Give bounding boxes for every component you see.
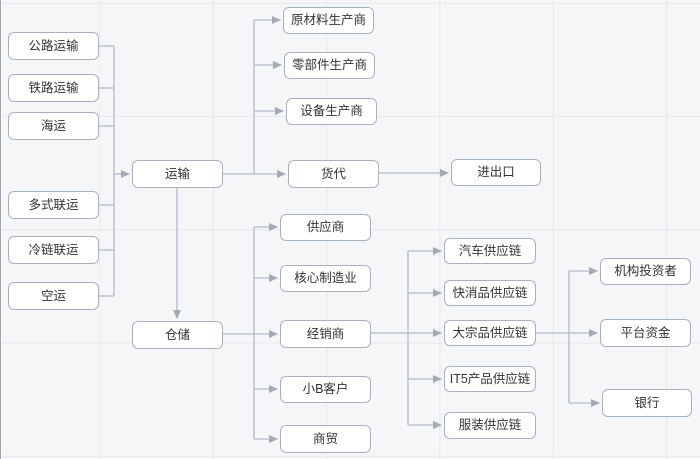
- node-platform-funds[interactable]: 平台资金: [600, 319, 691, 347]
- node-warehousing[interactable]: 仓储: [132, 321, 223, 349]
- node-bank[interactable]: 银行: [602, 389, 692, 417]
- node-multimodal-transport[interactable]: 多式联运: [8, 191, 99, 219]
- node-import-export[interactable]: 进出口: [451, 159, 541, 186]
- node-parts-producer[interactable]: 零部件生产商: [284, 52, 375, 79]
- node-sea-freight[interactable]: 海运: [8, 112, 99, 140]
- node-freight-forwarder[interactable]: 货代: [288, 160, 379, 188]
- node-rail-transport[interactable]: 铁路运输: [8, 74, 99, 102]
- node-trading[interactable]: 商贸: [280, 425, 371, 453]
- node-distributor[interactable]: 经销商: [280, 320, 371, 348]
- node-supplier[interactable]: 供应商: [280, 214, 371, 241]
- node-air-freight[interactable]: 空运: [8, 282, 99, 310]
- node-apparel-supply-chain[interactable]: 服装供应链: [444, 412, 536, 439]
- node-road-transport[interactable]: 公路运输: [8, 32, 99, 60]
- node-institutional-investor[interactable]: 机构投资者: [600, 258, 691, 285]
- node-cold-chain-transport[interactable]: 冷链联运: [8, 236, 99, 264]
- node-core-manufacturing[interactable]: 核心制造业: [280, 265, 371, 292]
- node-raw-material-producer[interactable]: 原材料生产商: [283, 7, 374, 34]
- node-commodity-supply-chain[interactable]: 大宗品供应链: [444, 320, 536, 346]
- node-it5-supply-chain[interactable]: IT5产品供应链: [444, 366, 536, 392]
- node-auto-supply-chain[interactable]: 汽车供应链: [444, 238, 536, 264]
- node-small-b-customer[interactable]: 小B客户: [280, 376, 371, 403]
- node-fmcg-supply-chain[interactable]: 快消品供应链: [444, 280, 536, 306]
- node-equipment-producer[interactable]: 设备生产商: [286, 98, 377, 125]
- node-transport[interactable]: 运输: [132, 160, 223, 188]
